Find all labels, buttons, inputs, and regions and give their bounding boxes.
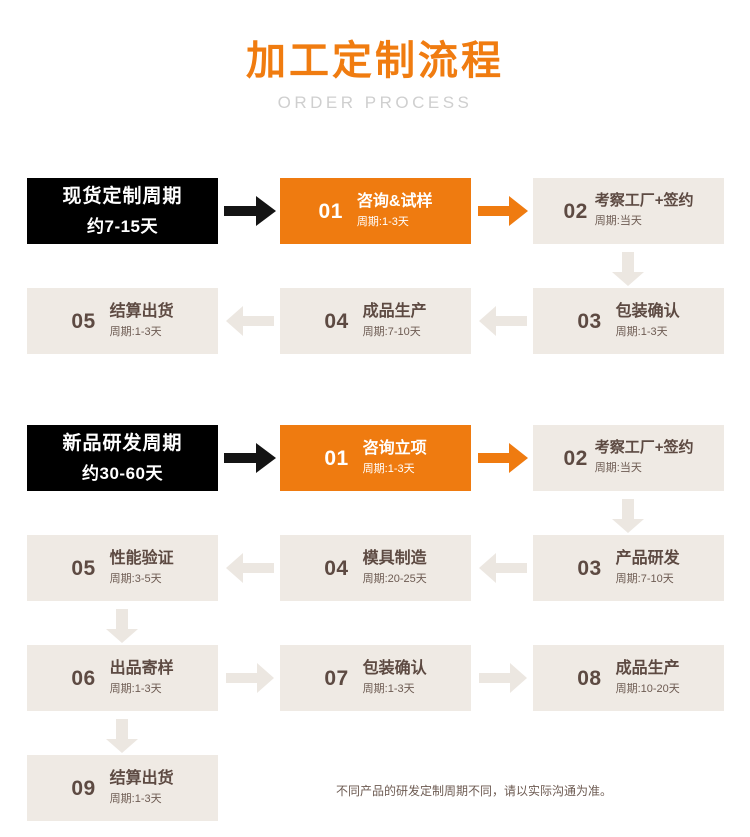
section2-step-03: 03 产品研发 周期:7-10天: [533, 535, 724, 601]
step-number: 05: [71, 556, 96, 580]
arrow-right-black-s2: [224, 443, 276, 473]
step-label: 包装确认: [615, 302, 680, 320]
step-label: 成品生产: [362, 302, 427, 320]
step-number: 07: [324, 666, 349, 690]
arrow-down-beige-s1: [612, 252, 644, 286]
section2-headline-title: 新品研发周期: [62, 432, 183, 454]
section2-step-08: 08 成品生产 周期:10-20天: [533, 645, 724, 711]
step-label: 结算出货: [109, 302, 174, 320]
step-number: 04: [324, 556, 349, 580]
section2-step-01: 01 咨询立项 周期:1-3天: [280, 425, 471, 491]
arrow-right-orange-s1: [478, 196, 528, 226]
step-duration: 周期:1-3天: [615, 325, 668, 338]
section2-step-06: 06 出品寄样 周期:1-3天: [27, 645, 218, 711]
step-label: 出品寄样: [109, 659, 174, 677]
step-duration: 周期:1-3天: [362, 462, 415, 475]
step-label: 咨询立项: [362, 439, 427, 457]
section1-step-02: 02 考察工厂+签约 周期:当天: [533, 178, 724, 244]
step-duration: 周期:1-3天: [356, 215, 409, 228]
step-duration: 周期:1-3天: [362, 682, 415, 695]
page-subtitle: ORDER PROCESS: [277, 93, 473, 112]
step-number: 08: [577, 666, 602, 690]
section2-headline-duration: 约30-60天: [82, 464, 163, 484]
section2-step-09: 09 结算出货 周期:1-3天: [27, 755, 218, 821]
step-duration: 周期:10-20天: [615, 682, 680, 695]
step-duration: 周期:当天: [594, 215, 642, 228]
step-number: 01: [318, 199, 343, 223]
step-number: 02: [563, 199, 588, 223]
arrow-left-beige-s2-b: [479, 553, 527, 583]
arrow-left-beige-s2-a: [226, 553, 274, 583]
step-number: 05: [71, 309, 96, 333]
step-duration: 周期:1-3天: [109, 682, 162, 695]
section2-headline-box: 新品研发周期 约30-60天: [27, 425, 218, 491]
step-label: 性能验证: [109, 549, 174, 567]
step-label: 考察工厂+签约: [594, 192, 694, 210]
step-label: 结算出货: [109, 769, 174, 787]
step-duration: 周期:3-5天: [109, 572, 162, 585]
section1-step-04: 04 成品生产 周期:7-10天: [280, 288, 471, 354]
section2-step-07: 07 包装确认 周期:1-3天: [280, 645, 471, 711]
step-label: 包装确认: [362, 659, 427, 677]
step-number: 03: [577, 309, 602, 333]
section2-step-05: 05 性能验证 周期:3-5天: [27, 535, 218, 601]
step-duration: 周期:当天: [594, 462, 642, 475]
step-duration: 周期:20-25天: [362, 572, 427, 585]
step-duration: 周期:1-3天: [109, 325, 162, 338]
step-duration: 周期:1-3天: [109, 792, 162, 805]
step-label: 成品生产: [615, 659, 680, 677]
step-label: 产品研发: [615, 549, 680, 567]
step-number: 09: [71, 776, 96, 800]
step-duration: 周期:7-10天: [362, 325, 421, 338]
section1-step-03: 03 包装确认 周期:1-3天: [533, 288, 724, 354]
section2-step-04: 04 模具制造 周期:20-25天: [280, 535, 471, 601]
step-duration: 周期:7-10天: [615, 572, 674, 585]
step-number: 02: [563, 446, 588, 470]
arrow-right-beige-s2-b: [479, 663, 527, 693]
section1-step-01: 01 咨询&试样 周期:1-3天: [280, 178, 471, 244]
page-header: 加工定制流程 ORDER PROCESS: [0, 38, 750, 113]
step-number: 04: [324, 309, 349, 333]
section1-headline-title: 现货定制周期: [62, 185, 183, 207]
step-number: 03: [577, 556, 602, 580]
page-title: 加工定制流程: [246, 39, 504, 83]
step-number: 06: [71, 666, 96, 690]
section1-headline-box: 现货定制周期 约7-15天: [27, 178, 218, 244]
step-label: 咨询&试样: [356, 192, 433, 210]
arrow-down-beige-s2-b: [106, 609, 138, 643]
step-label: 考察工厂+签约: [594, 439, 694, 457]
section1-headline-duration: 约7-15天: [86, 217, 159, 237]
step-label: 模具制造: [362, 549, 427, 567]
arrow-left-beige-s1-b: [479, 306, 527, 336]
section1-step-05: 05 结算出货 周期:1-3天: [27, 288, 218, 354]
arrow-left-beige-s1-a: [226, 306, 274, 336]
arrow-down-beige-s2-c: [106, 719, 138, 753]
step-number: 01: [324, 446, 349, 470]
arrow-down-beige-s2-a: [612, 499, 644, 533]
section2-step-02: 02 考察工厂+签约 周期:当天: [533, 425, 724, 491]
arrow-right-beige-s2-a: [226, 663, 274, 693]
arrow-right-black-s1: [224, 196, 276, 226]
arrow-right-orange-s2: [478, 443, 528, 473]
footnote-text: 不同产品的研发定制周期不同，请以实际沟通为准。: [336, 784, 613, 798]
